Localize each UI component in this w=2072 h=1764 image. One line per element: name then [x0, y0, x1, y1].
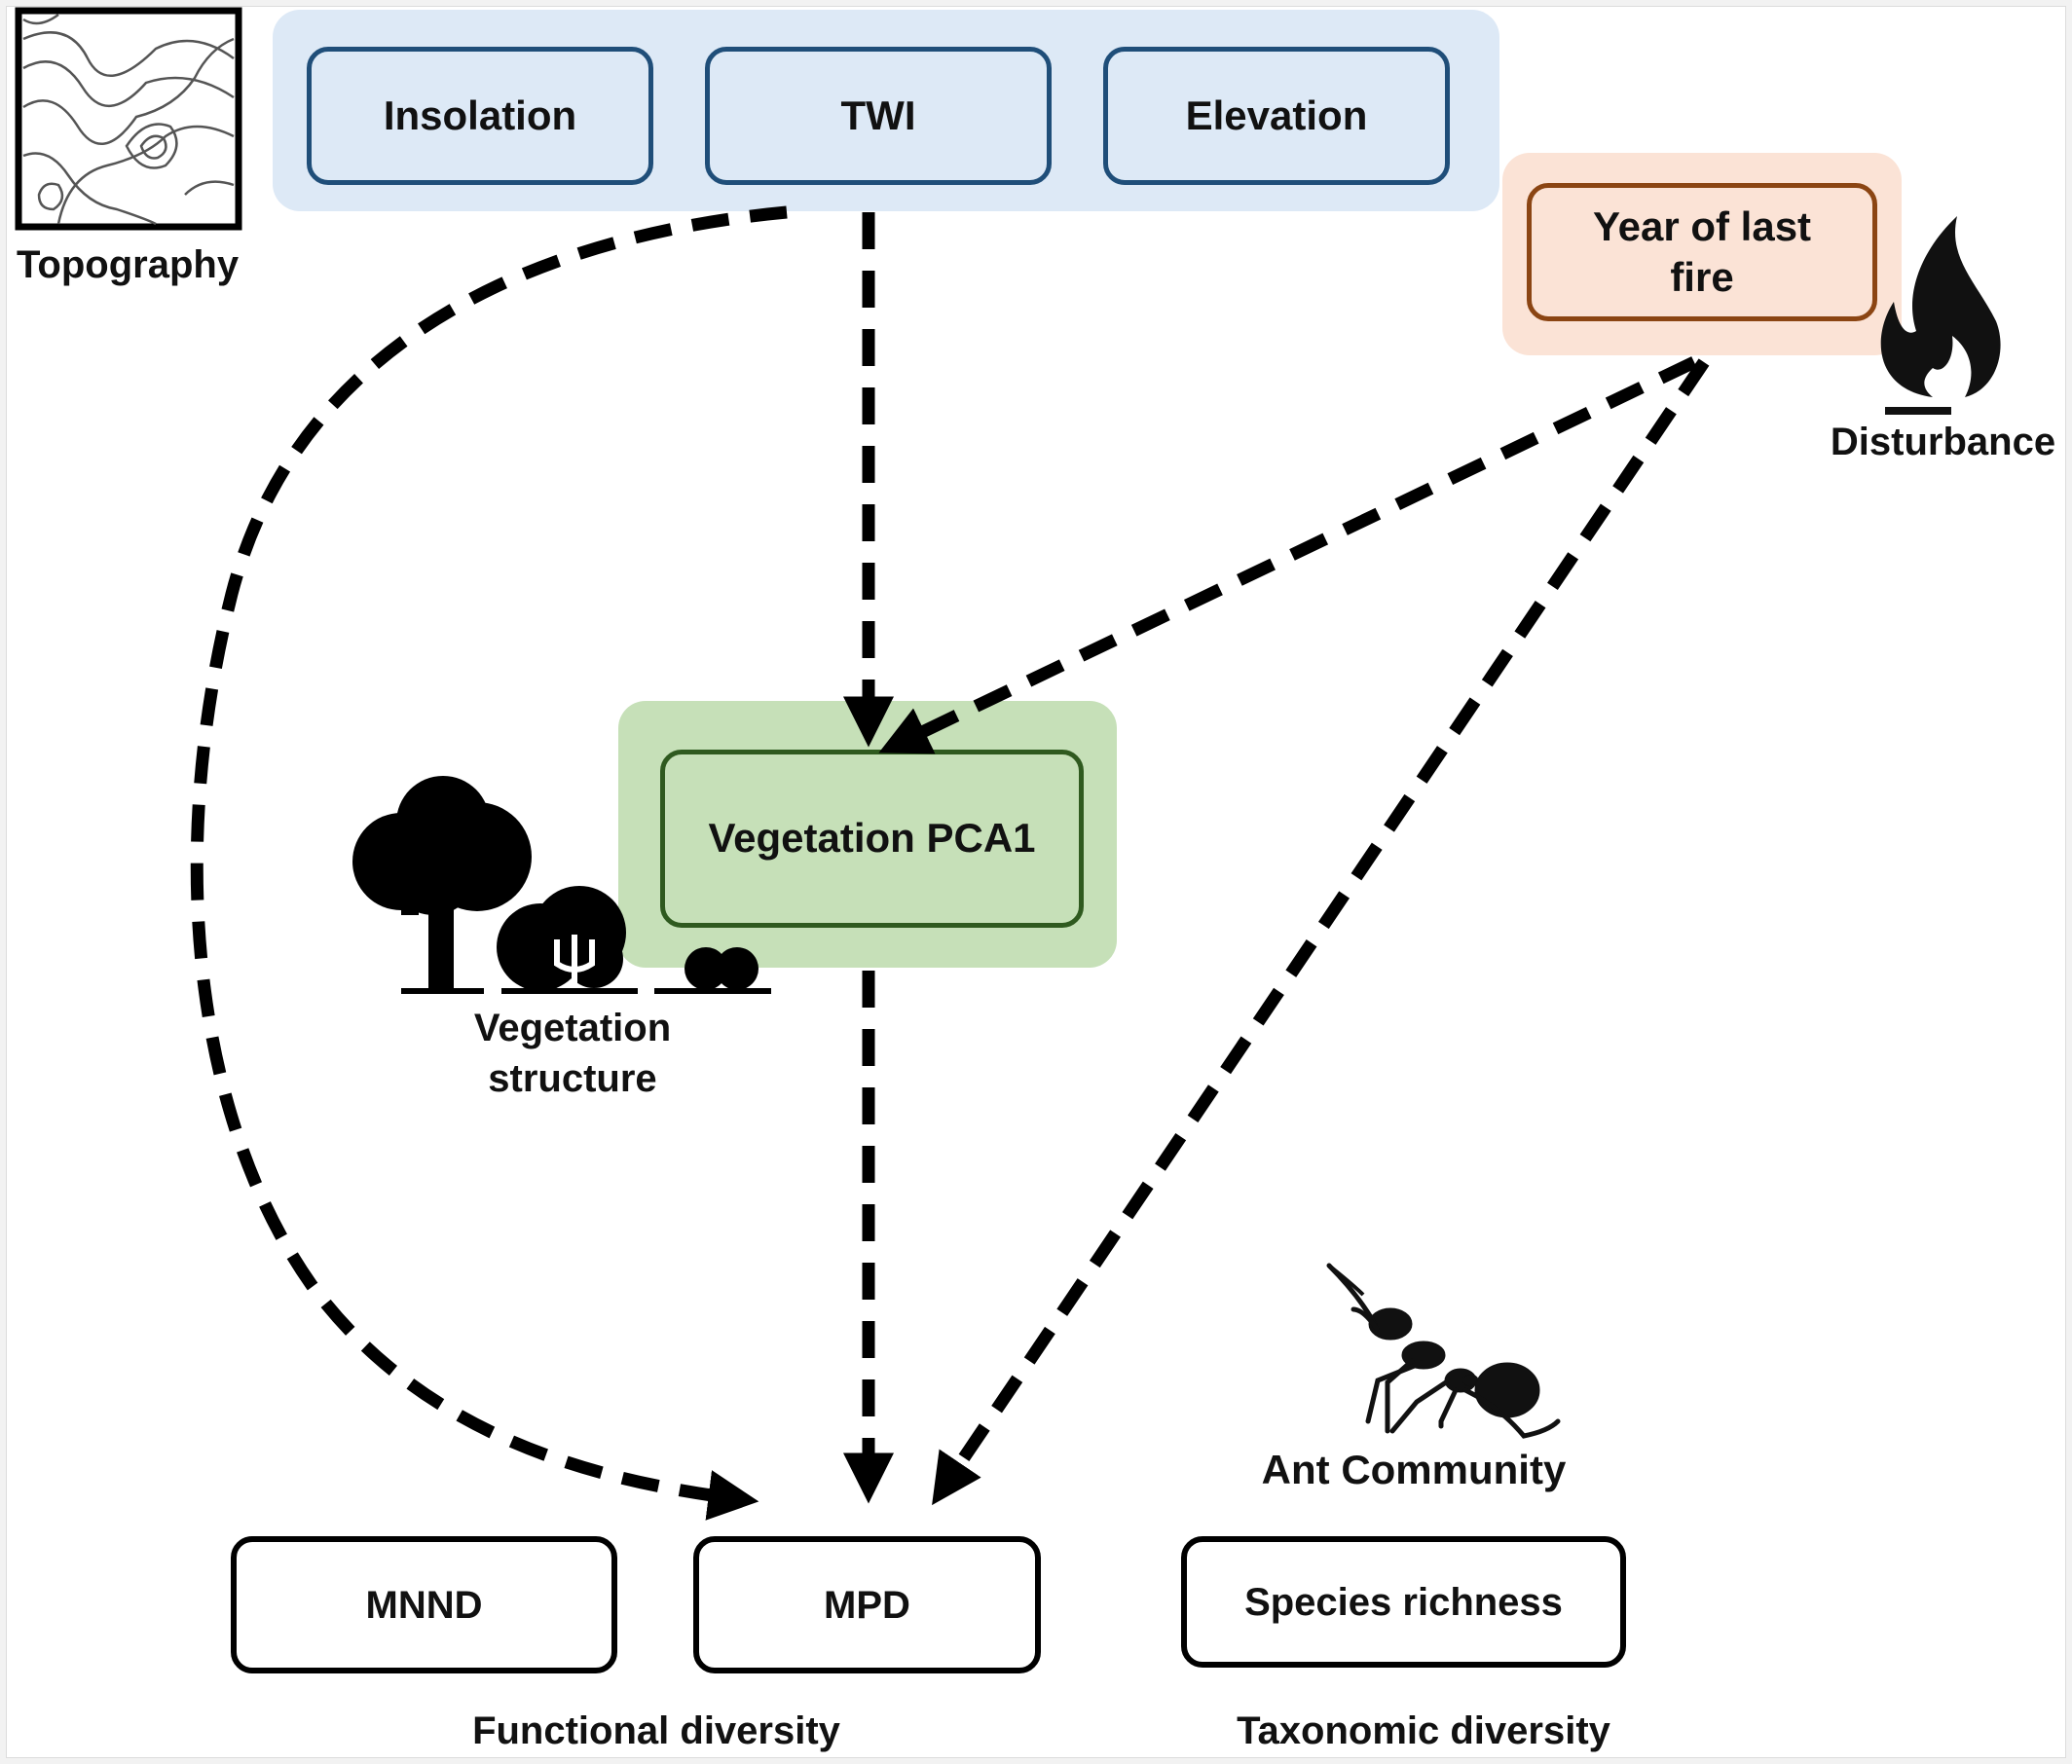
node-elevation: Elevation — [1103, 47, 1450, 185]
node-year-of-last-fire: Year of last fire — [1527, 183, 1877, 321]
topography-label: Topography — [16, 243, 240, 286]
taxonomic-diversity-label: Taxonomic diversity — [1237, 1709, 1610, 1752]
node-twi: TWI — [705, 47, 1052, 185]
disturbance-label: Disturbance — [1830, 421, 2056, 463]
vegetation-structure-label: Vegetation structure — [473, 1007, 672, 1100]
ant-community-label: Ant Community — [1261, 1447, 1567, 1492]
functional-diversity-label: Functional diversity — [472, 1709, 840, 1752]
node-mnnd: MNND — [231, 1536, 617, 1673]
node-species-richness: Species richness — [1181, 1536, 1626, 1668]
node-insolation: Insolation — [307, 47, 653, 185]
node-mpd: MPD — [693, 1536, 1041, 1673]
node-vegetation-pca1: Vegetation PCA1 — [660, 750, 1084, 928]
